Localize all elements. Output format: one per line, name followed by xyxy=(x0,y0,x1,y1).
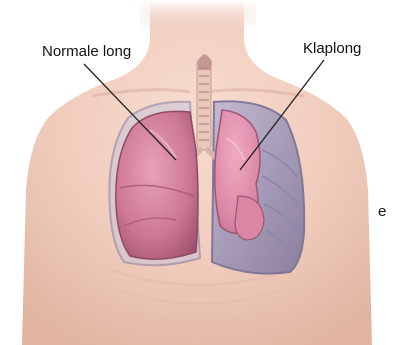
normal-lung-label: Normale long xyxy=(42,44,131,59)
collapsed-lung-label: Klaplong xyxy=(303,41,361,56)
normal-lung xyxy=(116,111,198,259)
cropped-edge-text: e xyxy=(378,204,386,219)
